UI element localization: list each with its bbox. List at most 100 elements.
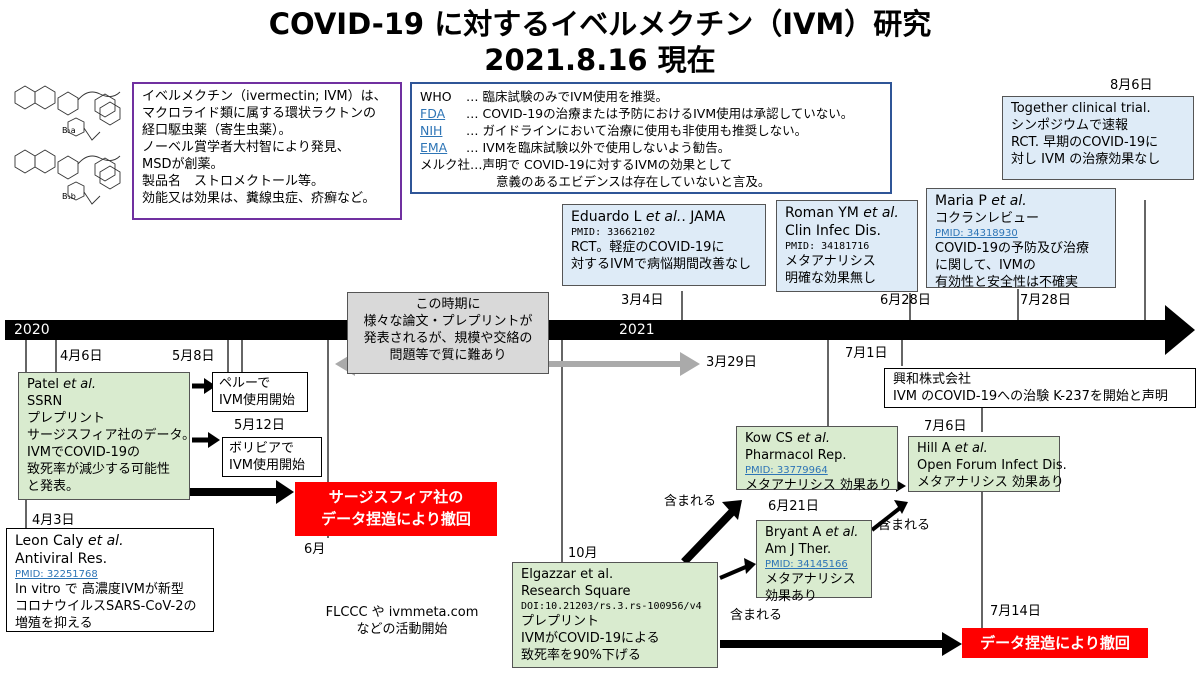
kow-journal: Pharmacol Rep. <box>745 448 847 463</box>
org-row-ema: EMA … IVMを臨床試験以外で使用しないよう勧告。 <box>420 139 882 156</box>
elgazzar-retraction-banner: データ捏造により撤回 <box>962 628 1148 658</box>
year-label-2021: 2021 <box>619 322 655 338</box>
patel-line: IVMでCOVID-19の <box>27 445 140 460</box>
patel-arrows <box>190 378 294 504</box>
org-text-nih: … ガイドラインにおいて治療に使用も非使用も推奨しない。 <box>466 123 808 138</box>
ivm-info-box: イベルメクチン（ivermectin; IVM）は、 マクロライド類に属する環状… <box>132 82 402 220</box>
ivm-info-line: マクロライド類に属する環状ラクトンの <box>142 106 377 121</box>
org-row-nih: NIH … ガイドラインにおいて治療に使用も非使用も推奨しない。 <box>420 122 882 139</box>
ivm-info-line: 製品名 ストロメクトール等。 <box>142 174 325 189</box>
timeline-arrow <box>5 305 1195 355</box>
eduardo-line: 対するIVMで病悩期間改善なし <box>571 257 751 272</box>
bryant-study-box: Bryant A et al. Am J Ther. PMID: 3414516… <box>756 520 872 604</box>
ivm-info-line: 経口駆虫薬（寄生虫薬）。 <box>142 123 292 138</box>
gray-note-line: 発表されるが、規模や交絡の <box>363 331 533 346</box>
included-label: 含まれる <box>878 518 931 533</box>
maria-pmid-link[interactable]: PMID: 34318930 <box>935 228 1018 239</box>
caly-study-box: Leon Caly et al. Antiviral Res. PMID: 32… <box>6 528 214 632</box>
roman-line: メタアナリシス <box>785 254 876 269</box>
patel-study-box: Patel et al. SSRN プレプリント サージスフィア社のデータ。 I… <box>18 372 196 500</box>
date-label-jun28: 6月28日 <box>880 293 931 308</box>
kow-pmid-link[interactable]: PMID: 33779964 <box>745 465 828 476</box>
date-label-jul6: 7月6日 <box>924 419 967 434</box>
org-text-merck: …声明で COVID-19に対するIVMの効果として <box>470 157 733 172</box>
date-label-apr3: 4月3日 <box>32 513 75 528</box>
date-label-jul28: 7月28日 <box>1020 293 1071 308</box>
eduardo-study-box: Eduardo L et al.. JAMA PMID: 33662102 RC… <box>562 204 766 286</box>
roman-etal: et al. <box>863 205 899 221</box>
date-label-aug6: 8月6日 <box>1110 78 1153 93</box>
kow-study-box: Kow CS et al. Pharmacol Rep. PMID: 33779… <box>736 426 898 493</box>
elgazzar-study-box: Elgazzar et al. Research Square DOI:10.2… <box>512 562 718 668</box>
ivm-info-line: ノーベル賞学者大村智により発見、 <box>142 140 350 155</box>
elgazzar-author: Elgazzar et al. <box>521 567 614 582</box>
org-link-nih[interactable]: NIH <box>420 123 443 138</box>
hill-journal: Open Forum Infect Dis. <box>917 458 1067 473</box>
page-title: COVID-19 に対するイベルメクチン（IVM）研究 <box>268 7 932 41</box>
patel-line: SSRN <box>27 394 63 409</box>
hill-etal: et al. <box>954 441 988 456</box>
patel-line: サージスフィア社のデータ。 <box>27 428 196 443</box>
org-text-ema: … IVMを臨床試験以外で使用しないよう勧告。 <box>466 140 731 155</box>
hill-line: メタアナリシス 効果あり <box>917 475 1064 490</box>
kow-etal: et al. <box>797 431 831 446</box>
molecule-structure-drawing <box>14 85 121 205</box>
peru-line: IVM使用開始 <box>219 393 295 408</box>
kow-author: Kow CS <box>745 431 793 446</box>
peru-box: ペルーで IVM使用開始 <box>212 372 308 412</box>
caly-line: コロナウイルスSARS-CoV-2の <box>15 599 197 614</box>
caly-author: Leon Caly <box>15 533 84 549</box>
maria-study-box: Maria P et al. コクランレビュー PMID: 34318930 C… <box>926 188 1116 290</box>
included-label: 含まれる <box>664 494 717 509</box>
peru-line: ペルーで <box>219 376 271 391</box>
molecule-label-b1a: B₁a <box>62 126 76 135</box>
caly-pmid-link[interactable]: PMID: 32251768 <box>15 569 98 580</box>
year-label-2020: 2020 <box>14 322 50 338</box>
surgisphere-retraction-line: データ捏造により撤回 <box>321 510 471 528</box>
patel-etal: et al. <box>63 377 97 392</box>
date-label-apr6: 4月6日 <box>60 349 103 364</box>
date-label-jul14: 7月14日 <box>990 604 1041 619</box>
org-text-fda: … COVID-19の治療または予防におけるIVM使用は承認していない。 <box>466 106 854 121</box>
roman-line: 明確な効果無し <box>785 271 877 286</box>
bryant-pmid-link[interactable]: PMID: 34145166 <box>765 559 848 570</box>
eduardo-journal: JAMA <box>690 209 726 225</box>
elgazzar-line: IVMがCOVID-19による <box>521 631 660 646</box>
org-text-who: … 臨床試験のみでIVM使用を推奨。 <box>466 89 668 104</box>
ivm-info-line: イベルメクチン（ivermectin; IVM）は、 <box>142 89 387 104</box>
molecule-label-b1b: B₁b <box>62 192 76 201</box>
caly-journal: Antiviral Res. <box>15 551 108 567</box>
roman-study-box: Roman YM et al. Clin Infec Dis. PMID: 34… <box>776 200 918 292</box>
date-label-jun-2020: 6月 <box>304 542 326 557</box>
maria-etal: et al. <box>991 193 1027 209</box>
org-name-merck: メルク社 <box>420 157 471 172</box>
roman-journal: Clin Infec Dis. <box>785 223 881 239</box>
gray-note-line: この時期に <box>415 297 481 312</box>
maria-line: COVID-19の予防及び治療 <box>935 241 1090 256</box>
elgazzar-doi: DOI:10.21203/rs.3.rs-100956/v4 <box>521 601 702 612</box>
flccc-line: FLCCC や ivmmeta.com <box>325 605 479 620</box>
patel-line: と発表。 <box>27 479 80 494</box>
flccc-note: FLCCC や ivmmeta.com などの活動開始 <box>302 604 502 638</box>
elgazzar-source: Research Square <box>521 584 631 599</box>
kowa-line: 興和株式会社 <box>893 372 972 387</box>
period-quality-note: この時期に 様々な論文・プレプリントが 発表されるが、規模や交絡の 問題等で質に… <box>347 292 549 374</box>
bryant-etal: et al. <box>825 525 859 540</box>
org-text-merck-cont: 意義のあるエビデンスは存在していないと言及。 <box>496 174 771 189</box>
caly-line: In vitro で 高濃度IVMが新型 <box>15 582 184 597</box>
date-label-jun21: 6月21日 <box>768 499 819 514</box>
org-link-ema[interactable]: EMA <box>420 140 448 155</box>
org-row-merck-cont: 意義のあるエビデンスは存在していないと言及。 <box>420 173 882 190</box>
org-link-fda[interactable]: FDA <box>420 106 446 121</box>
caly-etal: et al. <box>88 533 124 549</box>
together-line: シンポジウムで速報 <box>1011 118 1129 133</box>
eduardo-etal: et al. <box>645 209 682 225</box>
org-name-who: WHO <box>420 89 452 104</box>
bryant-journal: Am J Ther. <box>765 542 832 557</box>
flccc-line: などの活動開始 <box>356 622 448 637</box>
caly-line: 増殖を抑える <box>15 616 93 631</box>
eduardo-line: RCT。軽症のCOVID-19に <box>571 240 725 255</box>
org-row-fda: FDA … COVID-19の治療または予防におけるIVM使用は承認していない。 <box>420 105 882 122</box>
included-label: 含まれる <box>730 608 783 623</box>
bryant-line: メタアナリシス <box>765 572 856 587</box>
